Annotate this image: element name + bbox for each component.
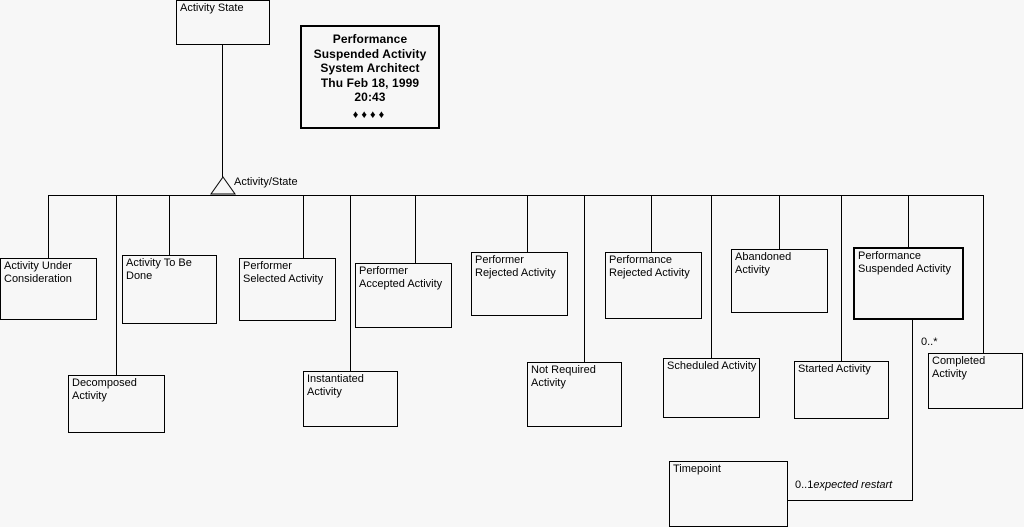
class-name-performer-accepted-activity: Performer Accepted Activity <box>359 265 443 290</box>
class-name-instantiated-activity: Instantiated Activity <box>307 373 364 398</box>
class-box-scheduled-activity[interactable]: Scheduled Activity <box>663 358 760 418</box>
multiplicity-completed-activity: 0..* <box>921 336 938 348</box>
title-line-2: Suspended Activity <box>313 46 427 61</box>
edge-drop-performance-suspended-activity <box>908 195 909 247</box>
edge-drop-decomposed-activity <box>116 195 117 375</box>
edge-drop-performer-selected-activity <box>303 195 304 258</box>
edge-drop-started-activity <box>841 195 842 361</box>
edge-inheritance-bus <box>48 195 984 196</box>
class-name-started-activity: Started Activity <box>798 363 871 375</box>
class-name-performance-suspended-activity: Performance Suspended Activity <box>858 250 951 275</box>
generalization-triangle <box>210 176 236 195</box>
class-box-decomposed-activity[interactable]: Decomposed Activity <box>68 375 165 433</box>
edge-drop-performance-rejected-activity <box>651 195 652 252</box>
edge-drop-instantiated-activity <box>350 195 351 371</box>
title-line-5: 20:43 <box>354 90 386 104</box>
edge-drop-activity-under-consideration <box>48 195 49 258</box>
class-name-completed-activity: Completed Activity <box>932 355 986 380</box>
class-name-performer-selected-activity: Performer Selected Activity <box>243 260 324 285</box>
generalization-label: Activity/State <box>234 176 298 188</box>
class-box-performance-suspended-activity[interactable]: Performance Suspended Activity <box>853 247 964 320</box>
title-line-4: Thu Feb 18, 1999 <box>320 75 420 90</box>
class-name-abandoned-activity: Abandoned Activity <box>735 251 792 276</box>
class-box-completed-activity[interactable]: Completed Activity <box>928 353 1023 409</box>
class-box-performance-rejected-activity[interactable]: Performance Rejected Activity <box>605 252 702 319</box>
class-name-activity-state: Activity State <box>180 2 244 14</box>
class-box-abandoned-activity[interactable]: Abandoned Activity <box>731 249 828 313</box>
title-line-3: System Architect <box>320 61 420 75</box>
class-name-timepoint: Timepoint <box>673 463 721 475</box>
edge-drop-performer-rejected-activity <box>527 195 528 252</box>
title-line-1: Performance <box>332 32 408 46</box>
class-box-instantiated-activity[interactable]: Instantiated Activity <box>303 371 398 427</box>
edge-drop-completed-activity <box>983 195 984 353</box>
edge-root-stem <box>222 45 223 177</box>
class-box-started-activity[interactable]: Started Activity <box>794 361 889 419</box>
edge-drop-not-required-activity <box>584 195 585 362</box>
role-name-expected-restart: expected restart <box>813 479 893 491</box>
class-name-scheduled-activity: Scheduled Activity <box>667 360 757 372</box>
title-dots-marker: ♦♦♦♦ <box>352 108 388 121</box>
class-box-performer-rejected-activity[interactable]: Performer Rejected Activity <box>471 252 568 316</box>
class-box-performer-selected-activity[interactable]: Performer Selected Activity <box>239 258 336 321</box>
class-name-activity-to-be-done: Activity To Be Done <box>126 257 192 282</box>
edge-drop-scheduled-activity <box>711 195 712 358</box>
class-box-performer-accepted-activity[interactable]: Performer Accepted Activity <box>355 263 452 328</box>
class-box-activity-under-consideration[interactable]: Activity Under Consideration <box>0 258 97 320</box>
class-name-performer-rejected-activity: Performer Rejected Activity <box>475 254 556 279</box>
edge-drop-activity-to-be-done <box>169 195 170 255</box>
class-name-not-required-activity: Not Required Activity <box>531 364 596 389</box>
class-box-not-required-activity[interactable]: Not Required Activity <box>527 362 622 427</box>
edge-suspended-to-timepoint-vertical <box>912 320 913 501</box>
class-box-timepoint[interactable]: Timepoint <box>669 461 788 527</box>
class-name-activity-under-consideration: Activity Under Consideration <box>4 260 72 285</box>
multiplicity-expected-restart: 0..1 <box>795 479 814 491</box>
class-box-activity-state[interactable]: Activity State <box>176 0 270 45</box>
class-box-activity-to-be-done[interactable]: Activity To Be Done <box>122 255 217 324</box>
association-end-expected-restart: 0..1expected restart <box>795 479 892 491</box>
diagram-title-block: Performance Suspended Activity System Ar… <box>300 25 440 129</box>
edge-drop-abandoned-activity <box>779 195 780 249</box>
class-name-performance-rejected-activity: Performance Rejected Activity <box>609 254 690 279</box>
edge-suspended-to-timepoint-horizontal <box>788 500 913 501</box>
edge-drop-performer-accepted-activity <box>415 195 416 263</box>
class-name-decomposed-activity: Decomposed Activity <box>72 377 137 402</box>
